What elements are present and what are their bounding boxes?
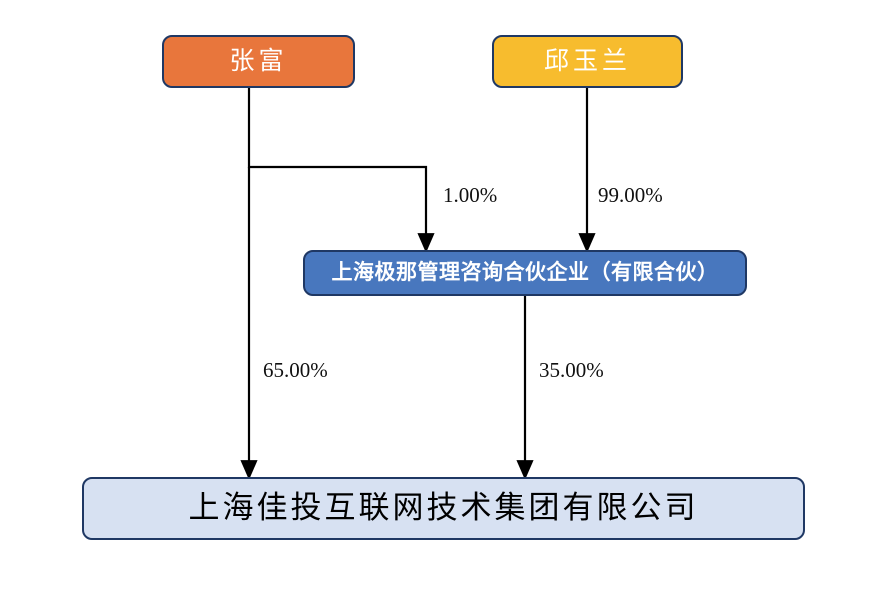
edge-label-partnership-to-company: 35.00% <box>539 358 604 382</box>
edge-label-person-a-to-company: 65.00% <box>263 358 328 382</box>
node-target-company[interactable]: 上海佳投互联网技术集团有限公司 <box>82 477 805 540</box>
node-person-qiu-yulan[interactable]: 邱玉兰 <box>492 35 683 88</box>
node-person-zhang-fu[interactable]: 张富 <box>162 35 355 88</box>
edge-label-person-b-to-partnership: 99.00% <box>598 183 663 207</box>
node-partnership-entity[interactable]: 上海极那管理咨询合伙企业（有限合伙） <box>303 250 747 296</box>
edge-label-person-a-to-partnership: 1.00% <box>443 183 498 207</box>
edge-person-a-to-partnership <box>247 88 435 253</box>
